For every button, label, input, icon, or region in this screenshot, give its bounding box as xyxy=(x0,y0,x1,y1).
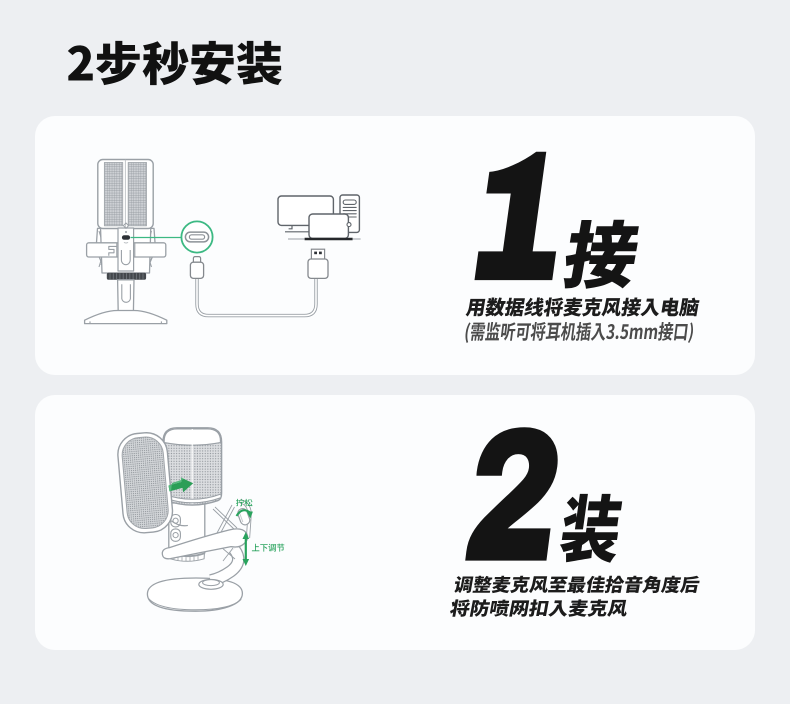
step1-desc-line2 xyxy=(465,322,693,343)
mic-stand xyxy=(83,279,168,325)
step2-artwork xyxy=(117,427,700,617)
microphone-popfilter-illustration xyxy=(117,427,253,612)
step1-number xyxy=(474,151,557,281)
usb-c-port-icon xyxy=(121,235,131,240)
step1-artwork xyxy=(83,151,700,343)
mic-led-icon xyxy=(122,222,130,229)
step1-panel: 1接 用数据线将麦克风接入电脑 (需监听可将耳机插入3.5mm接口) xyxy=(35,116,755,375)
up-down-arrow-icon xyxy=(242,532,250,566)
step2-verb xyxy=(559,493,623,563)
annotation-loosen-label xyxy=(235,498,253,507)
page-title: 2步秒安装 xyxy=(60,30,300,92)
step2-desc-line1 xyxy=(454,575,700,594)
step1-verb xyxy=(563,219,639,289)
mic-grille xyxy=(97,158,154,230)
mount-band xyxy=(161,528,249,560)
microphone-head xyxy=(162,427,223,506)
usb-c-port-callout xyxy=(130,220,214,254)
mini-pc-icon xyxy=(308,213,350,240)
usb-cable xyxy=(189,248,329,318)
computer-icon xyxy=(277,194,361,241)
usb-c-plug-icon xyxy=(189,256,205,280)
mount-ring xyxy=(106,272,147,280)
stand-base xyxy=(146,545,245,612)
microphone-front-illustration xyxy=(83,158,168,325)
step2-panel: 2装 调整麦克风至最佳拾音角度后 将防喷网扣入麦克风 拧松 上下调节 xyxy=(35,395,755,650)
step1-desc-line1 xyxy=(465,297,700,317)
pop-filter xyxy=(117,432,188,534)
annotation-updown-label xyxy=(251,543,285,552)
step2-number xyxy=(465,427,558,561)
attach-arrow-icon xyxy=(168,477,194,493)
adjust-knob xyxy=(237,508,251,526)
rotate-arrow-icon xyxy=(235,509,253,519)
step2-desc-line2 xyxy=(450,599,627,617)
usb-a-plug-icon xyxy=(307,248,329,280)
page-title-glyphs xyxy=(67,40,283,86)
